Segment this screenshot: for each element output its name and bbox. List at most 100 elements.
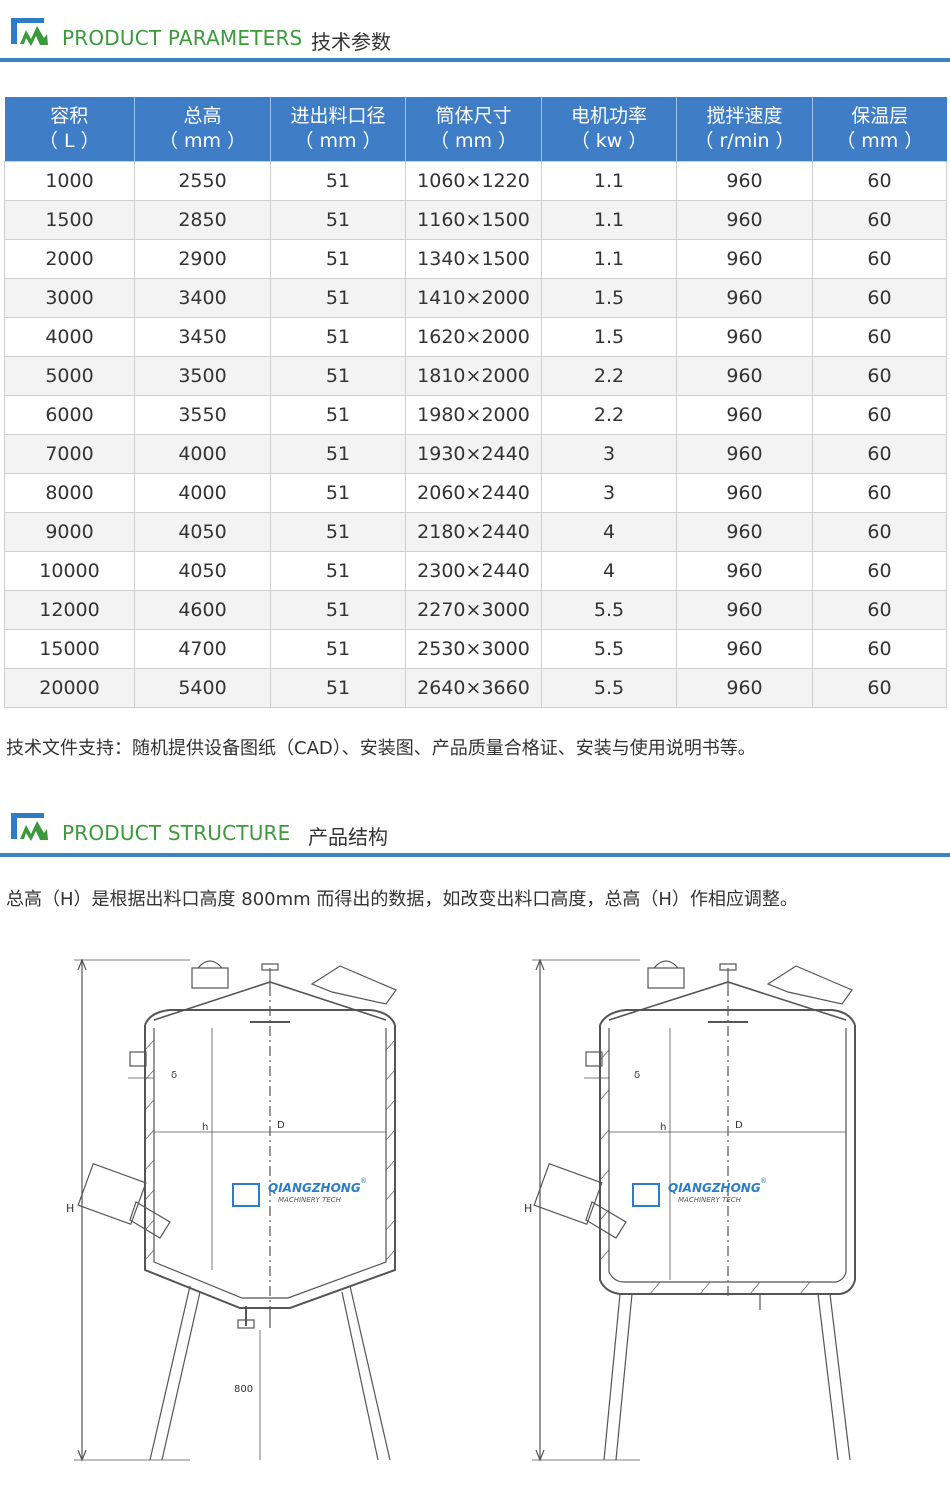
tank-diagram-conical: H h D δ 800 QIANGZHONG ®	[66, 958, 397, 1462]
column-header-name: 进出料口径	[290, 105, 386, 127]
table-cell: 960	[676, 356, 813, 396]
column-header: 容积（ L ）	[4, 97, 135, 162]
section-title-en: PRODUCT PARAMETERS	[62, 26, 303, 50]
structure-note: 总高（H）是根据出料口高度 800mm 而得出的数据，如改变出料口高度，总高（H…	[6, 889, 798, 910]
table-cell: 60	[812, 668, 947, 708]
watermark-name: QIANGZHONG	[268, 1181, 361, 1195]
table-cell: 4050	[134, 512, 271, 552]
tech-support-note: 技术文件支持：随机提供设备图纸（CAD）、安装图、产品质量合格证、安装与使用说明…	[6, 738, 756, 759]
column-header-unit: （ L ）	[38, 130, 100, 152]
column-header: 搅拌速度（ r/min ）	[676, 97, 813, 162]
table-cell: 51	[270, 395, 406, 435]
column-header-unit: （ kw ）	[570, 130, 648, 152]
table-cell: 960	[676, 629, 813, 669]
section-title-cn: 技术参数	[311, 30, 391, 54]
table-cell: 60	[812, 512, 947, 552]
table-cell: 4600	[134, 590, 271, 630]
table-cell: 60	[812, 239, 947, 279]
table-cell: 2530×3000	[405, 629, 542, 669]
table-cell: 51	[270, 434, 406, 474]
table-cell: 960	[676, 239, 813, 279]
label-D: D	[277, 1120, 285, 1131]
table-cell: 2.2	[541, 395, 677, 435]
table-cell: 4	[541, 512, 677, 552]
label-h: h	[660, 1122, 666, 1133]
label-delta: δ	[171, 1070, 177, 1081]
watermark-registered: ®	[360, 1177, 367, 1185]
column-header-unit: （ mm ）	[836, 130, 924, 152]
table-cell: 60	[812, 317, 947, 357]
table-cell: 1.5	[541, 278, 677, 318]
column-header-name: 保温层	[851, 105, 909, 127]
section-title-cn: 产品结构	[308, 825, 388, 849]
table-cell: 3450	[134, 317, 271, 357]
table-cell: 60	[812, 161, 947, 201]
table-cell: 5400	[134, 668, 271, 708]
table-cell: 7000	[4, 434, 135, 474]
table-cell: 20000	[4, 668, 135, 708]
table-cell: 960	[676, 551, 813, 591]
label-H: H	[524, 1202, 532, 1215]
table-cell: 3500	[134, 356, 271, 396]
label-800: 800	[234, 1384, 253, 1395]
table-cell: 3400	[134, 278, 271, 318]
table-cell: 10000	[4, 551, 135, 591]
table-cell: 5.5	[541, 629, 677, 669]
column-header-unit: （ mm ）	[158, 130, 247, 152]
column-header-name: 总高	[183, 105, 222, 127]
section-header-parameters: PRODUCT PARAMETERS 技术参数	[0, 0, 950, 64]
column-header-unit: （ mm ）	[429, 130, 518, 152]
label-delta: δ	[634, 1070, 640, 1081]
table-cell: 9000	[4, 512, 135, 552]
column-header: 保温层 （ mm ）	[812, 97, 947, 162]
table-cell: 2.2	[541, 356, 677, 396]
table-cell: 12000	[4, 590, 135, 630]
column-header-unit: （ mm ）	[294, 130, 382, 152]
table-cell: 60	[812, 434, 947, 474]
table-header-row: 容积（ L ）总高（ mm ）进出料口径（ mm ）筒体尺寸（ mm ）电机功率…	[4, 97, 947, 162]
column-header-unit: （ r/min ）	[694, 130, 795, 152]
table-cell: 1.1	[541, 200, 677, 240]
label-h: h	[202, 1122, 208, 1133]
watermark-sub: MACHINERY TECH	[278, 1196, 342, 1204]
table-cell: 51	[270, 512, 406, 552]
table-cell: 1810×2000	[405, 356, 542, 396]
table-cell: 1340×1500	[405, 239, 542, 279]
table-cell: 60	[812, 590, 947, 630]
table-cell: 2550	[134, 161, 271, 201]
column-header-name: 筒体尺寸	[435, 105, 512, 127]
section-divider	[0, 853, 950, 857]
table-cell: 60	[812, 278, 947, 318]
table-cell: 5.5	[541, 668, 677, 708]
table-cell: 15000	[4, 629, 135, 669]
company-logo-icon	[11, 18, 48, 46]
table-cell: 60	[812, 473, 947, 513]
table-cell: 1500	[4, 200, 135, 240]
table-cell: 4000	[4, 317, 135, 357]
table-cell: 60	[812, 551, 947, 591]
table-cell: 51	[270, 551, 406, 591]
table-cell: 51	[270, 278, 406, 318]
table-cell: 60	[812, 395, 947, 435]
table-cell: 60	[812, 629, 947, 669]
table-cell: 2300×2440	[405, 551, 542, 591]
table-cell: 8000	[4, 473, 135, 513]
column-header: 总高 （ mm ）	[134, 97, 271, 162]
label-H: H	[66, 1202, 74, 1215]
table-cell: 960	[676, 278, 813, 318]
table-cell: 51	[270, 239, 406, 279]
table-cell: 4700	[134, 629, 271, 669]
table-cell: 2180×2440	[405, 512, 542, 552]
table-cell: 1000	[4, 161, 135, 201]
table-cell: 60	[812, 200, 947, 240]
